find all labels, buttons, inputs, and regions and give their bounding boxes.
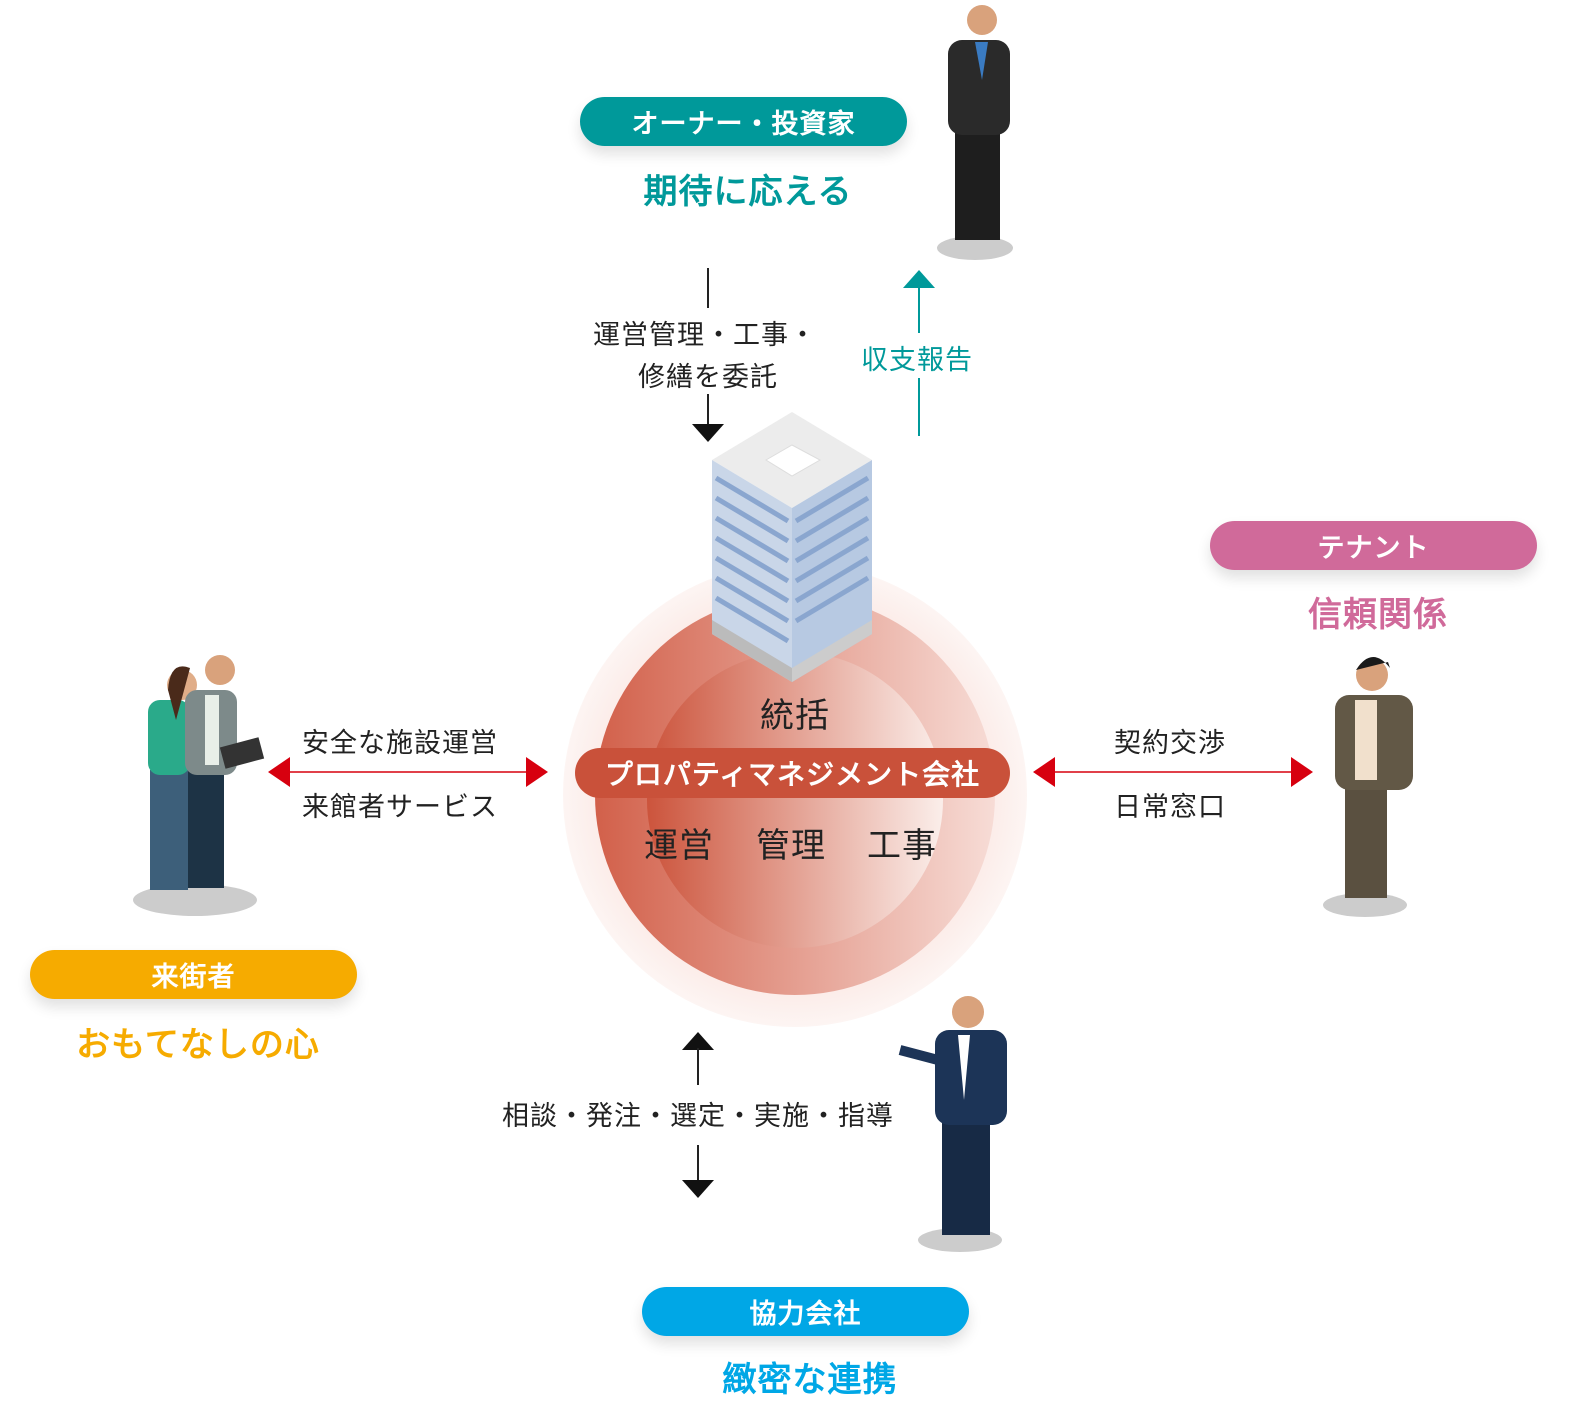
partner-person-illustration [898,996,1007,1252]
visitor-label: 来街者 [30,950,357,999]
visitor-double-arrow [268,757,548,787]
pm-company-label: プロパティマネジメント会社 [575,748,1010,798]
visitor-flow-top: 安全な施設運営 [302,728,498,759]
tenant-label: テナント [1210,521,1537,570]
partner-tagline: 緻密な連携 [722,1360,898,1400]
visitor-couple-illustration [133,655,265,916]
partner-flow-label: 相談・発注・選定・実施・指導 [502,1101,894,1132]
tenant-tagline: 信頼関係 [1308,595,1448,635]
income-report-label: 収支報告 [861,345,973,376]
inner-circle [647,652,943,948]
visitor-tagline: おもてなしの心 [76,1025,320,1065]
partner-label: 協力会社 [642,1287,969,1336]
service-operations: 運営 [644,826,714,866]
owner-delegation-line2: 修繕を委託 [638,362,778,393]
oversight-label: 統括 [760,696,830,736]
owner-tagline: 期待に応える [643,172,853,212]
visitor-flow-bottom: 来館者サービス [302,792,498,823]
building-illustration [712,412,872,682]
tenant-flow-bottom: 日常窓口 [1114,792,1226,823]
service-construction: 工事 [867,826,937,866]
partner-double-arrow [682,1032,714,1198]
tenant-flow-top: 契約交渉 [1114,728,1226,759]
tenant-person-illustration [1323,656,1413,917]
service-management: 管理 [756,826,826,866]
tenant-double-arrow [1033,757,1313,787]
owner-person-illustration [937,5,1013,260]
owner-delegation-line1: 運営管理・工事・ [593,320,817,351]
owner-label: オーナー・投資家 [580,97,907,146]
